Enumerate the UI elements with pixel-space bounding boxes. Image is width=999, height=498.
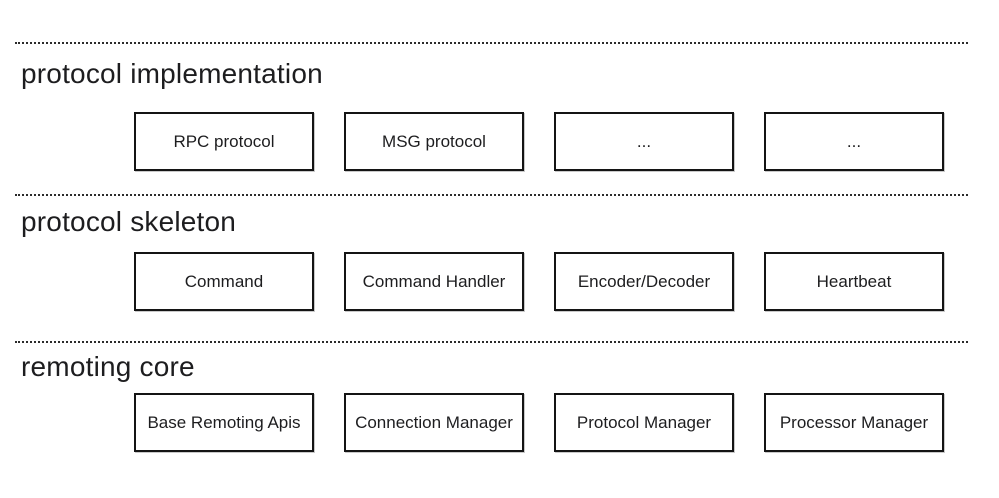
section-divider: [15, 341, 968, 343]
protocol-implementation-row: RPC protocol MSG protocol ... ...: [134, 112, 944, 171]
remoting-core-row: Base Remoting Apis Connection Manager Pr…: [134, 393, 944, 452]
box-command-handler: Command Handler: [344, 252, 524, 311]
box-msg-protocol: MSG protocol: [344, 112, 524, 171]
protocol-skeleton-row: Command Command Handler Encoder/Decoder …: [134, 252, 944, 311]
box-rpc-protocol: RPC protocol: [134, 112, 314, 171]
box-ellipsis-1: ...: [554, 112, 734, 171]
section-divider: [15, 194, 968, 196]
section-title-protocol-skeleton: protocol skeleton: [21, 206, 237, 237]
box-protocol-manager: Protocol Manager: [554, 393, 734, 452]
box-processor-manager: Processor Manager: [764, 393, 944, 452]
box-heartbeat: Heartbeat: [764, 252, 944, 311]
box-encoder-decoder: Encoder/Decoder: [554, 252, 734, 311]
box-command: Command: [134, 252, 314, 311]
section-title-protocol-implementation: protocol implementation: [21, 58, 323, 89]
box-base-remoting-apis: Base Remoting Apis: [134, 393, 314, 452]
box-ellipsis-2: ...: [764, 112, 944, 171]
box-connection-manager: Connection Manager: [344, 393, 524, 452]
section-title-remoting-core: remoting core: [21, 351, 195, 382]
section-divider: [15, 42, 968, 44]
